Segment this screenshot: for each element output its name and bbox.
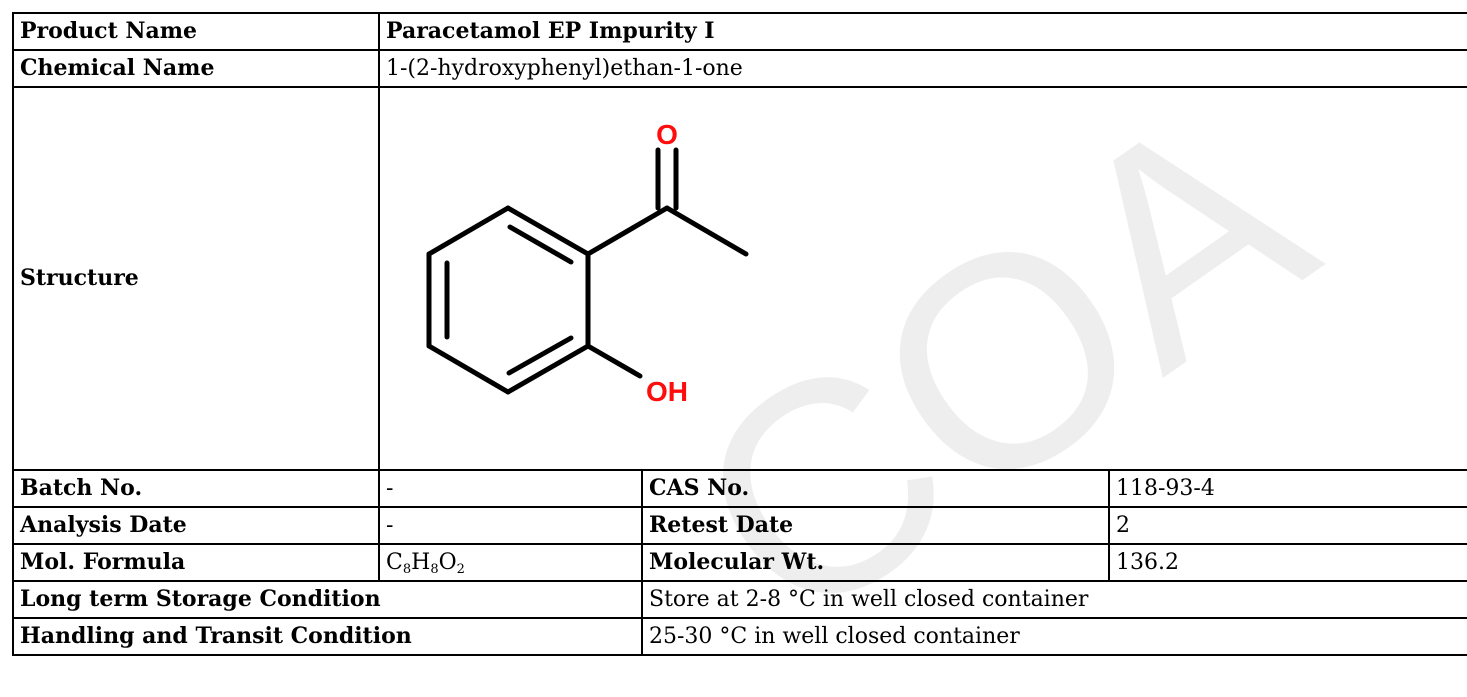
structure-label: Structure [12,86,380,471]
coa-table: Product Name Paracetamol EP Impurity I C… [12,12,1467,656]
ring-bond-5 [505,343,591,395]
carbonyl-carbon-bond [585,205,670,257]
formula-c: C [386,550,403,575]
molecular-wt-label: Molecular Wt. [641,543,1110,582]
ring-bond-4 [426,343,511,395]
product-name-label: Product Name [12,12,380,51]
row-analysis-retest: Analysis Date - Retest Date 2 [12,506,1467,545]
mol-formula-value: C8H8O2 [378,543,643,582]
row-batch-cas: Batch No. - CAS No. 118-93-4 [12,469,1467,508]
formula-o: O [438,550,457,575]
structure-cell: O OH [377,86,1467,471]
row-chemical-name: Chemical Name 1-(2-hydroxyphenyl)ethan-1… [12,49,1467,88]
row-storage: Long term Storage Condition Store at 2-8… [12,580,1467,619]
batch-no-label: Batch No. [12,469,380,508]
formula-o-count: 2 [456,562,465,577]
molecular-wt-value: 136.2 [1107,543,1467,582]
atom-o-label: O [656,119,678,150]
chemical-name-label: Chemical Name [12,49,380,88]
analysis-date-label: Analysis Date [12,506,380,545]
structure-diagram: O OH [426,119,749,407]
cas-no-label: CAS No. [641,469,1110,508]
handling-value: 25-30 °C in well closed container [640,617,1467,656]
formula-h-count: 8 [430,562,439,577]
storage-value: Store at 2-8 °C in well closed container [640,580,1467,619]
row-product-name: Product Name Paracetamol EP Impurity I [12,12,1467,51]
ring-bond-2 [426,205,511,257]
chemical-name-value: 1-(2-hydroxyphenyl)ethan-1-one [377,49,1467,88]
storage-label: Long term Storage Condition [12,580,643,619]
hydroxyl-bond [585,343,643,379]
row-structure: Structure [12,86,1467,471]
retest-date-value: 2 [1107,506,1467,545]
formula-c-count: 8 [402,562,412,577]
ring-inner-bond-1 [507,224,574,265]
atom-oh-label: OH [646,376,688,407]
row-formula-weight: Mol. Formula C8H8O2 Molecular Wt. 136.2 [12,543,1467,582]
ring-bond-1 [505,205,591,257]
retest-date-label: Retest Date [641,506,1110,545]
cas-no-value: 118-93-4 [1107,469,1467,508]
analysis-date-value: - [378,506,643,545]
mol-formula-label: Mol. Formula [12,543,380,582]
formula-h: H [411,550,431,575]
ring-inner-bond-3 [506,335,574,376]
row-handling: Handling and Transit Condition 25-30 °C … [12,617,1467,656]
batch-no-value: - [378,469,643,508]
methyl-bond [664,205,749,257]
handling-label: Handling and Transit Condition [12,617,643,656]
product-name-value: Paracetamol EP Impurity I [377,12,1467,51]
